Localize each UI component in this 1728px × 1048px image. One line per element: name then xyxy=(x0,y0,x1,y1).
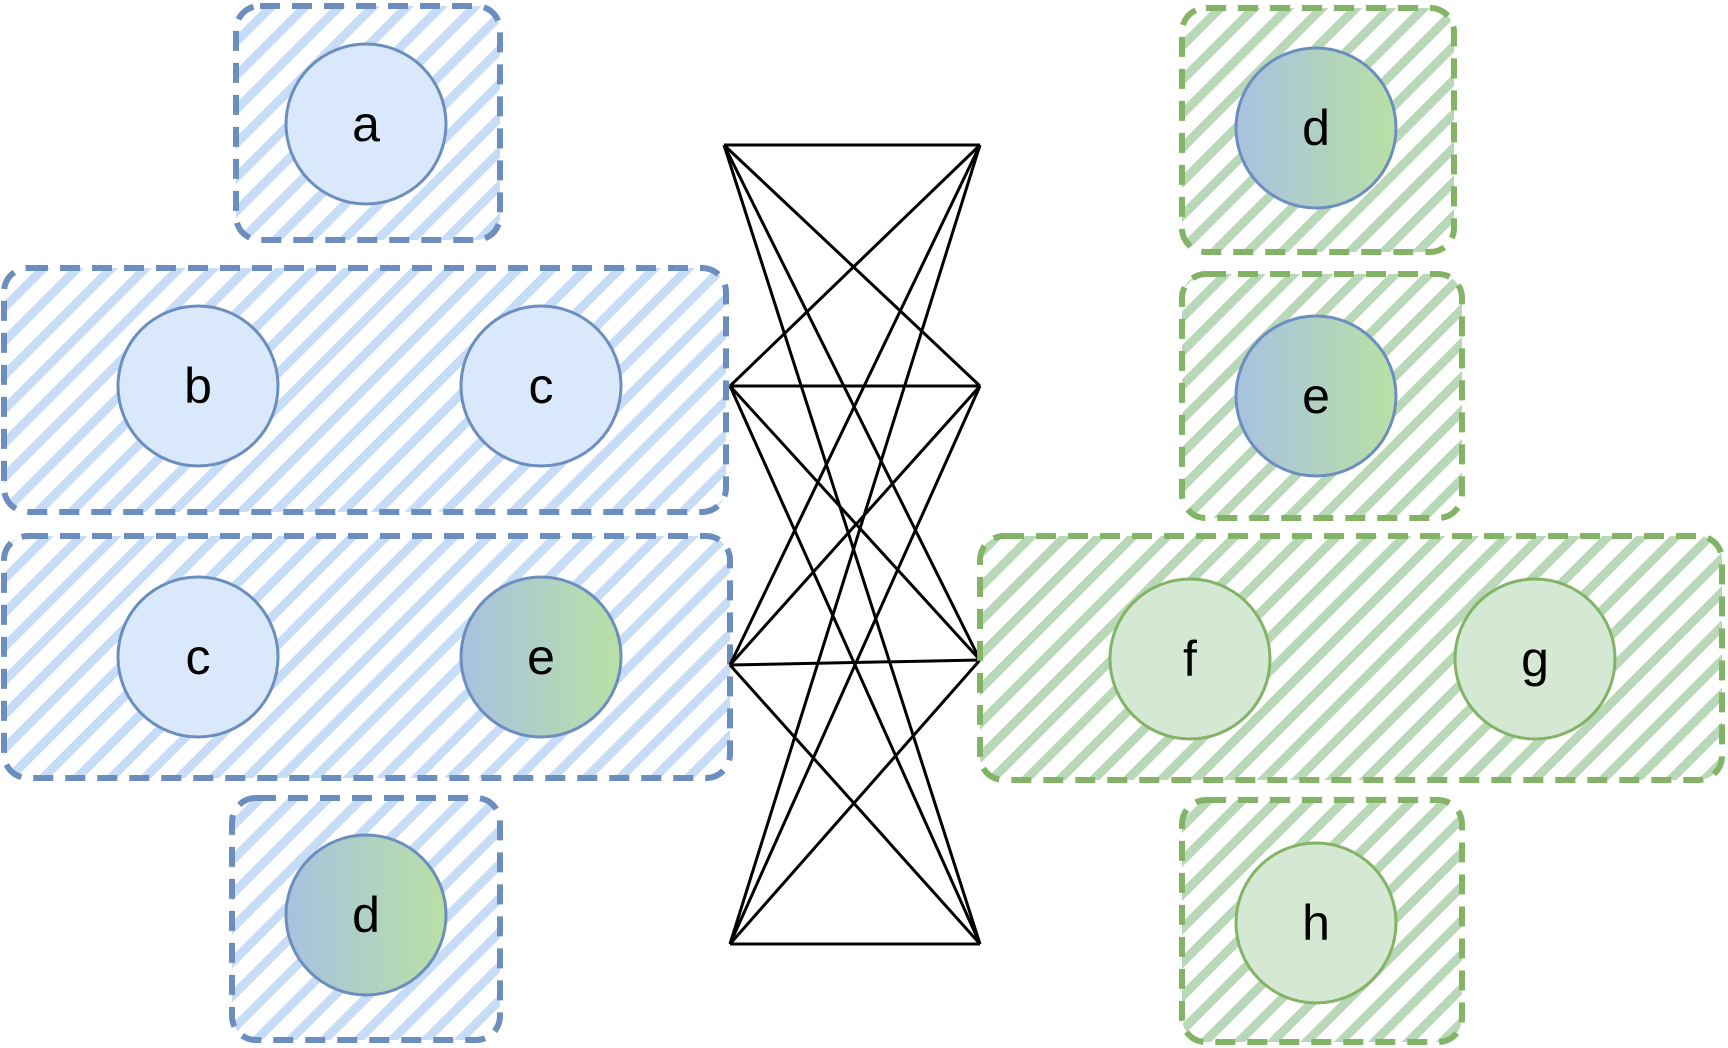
left-node-c xyxy=(459,304,623,468)
left-node-b-label: b xyxy=(184,358,212,414)
left-node-c-2-label: c xyxy=(186,629,211,685)
left-group-3: c e xyxy=(1,533,733,781)
left-node-d-label: d xyxy=(352,887,380,943)
right-node-d xyxy=(1234,46,1398,210)
left-node-e xyxy=(459,575,623,739)
right-node-h xyxy=(1234,841,1398,1005)
edge-3-1 xyxy=(728,144,982,666)
edge-4-3 xyxy=(728,659,982,945)
edge-4-1 xyxy=(728,144,982,945)
right-node-e-label: e xyxy=(1302,368,1330,424)
left-node-a xyxy=(284,42,448,206)
left-node-c-label: c xyxy=(529,358,554,414)
edge-1-3 xyxy=(722,144,982,661)
bipartite-edges xyxy=(722,143,982,946)
edge-2-3 xyxy=(728,384,982,662)
right-node-e xyxy=(1234,314,1398,478)
left-node-a-label: a xyxy=(352,96,380,152)
left-node-b xyxy=(116,304,280,468)
right-node-h-label: h xyxy=(1302,895,1330,951)
right-node-d-label: d xyxy=(1302,100,1330,156)
left-group-2: b c xyxy=(1,265,729,515)
left-node-c-2 xyxy=(116,575,280,739)
left-group-1: a xyxy=(233,3,503,243)
right-node-f xyxy=(1108,577,1272,741)
right-group-3: f g xyxy=(977,533,1725,783)
right-group-1: d xyxy=(1179,5,1457,255)
right-node-g xyxy=(1453,577,1617,741)
right-group-4: h xyxy=(1179,797,1465,1045)
left-group-4: d xyxy=(229,795,503,1043)
left-node-d xyxy=(284,833,448,997)
edge-2-1 xyxy=(728,143,982,388)
left-node-e-label: e xyxy=(527,629,555,685)
edge-1-4 xyxy=(722,144,982,945)
right-node-f-label: f xyxy=(1183,631,1197,687)
edge-4-2 xyxy=(728,385,982,945)
edge-1-2 xyxy=(722,143,982,388)
edge-3-4 xyxy=(728,663,982,946)
edge-3-2 xyxy=(728,384,982,667)
right-node-g-label: g xyxy=(1521,631,1549,687)
right-group-2: e xyxy=(1179,271,1465,521)
